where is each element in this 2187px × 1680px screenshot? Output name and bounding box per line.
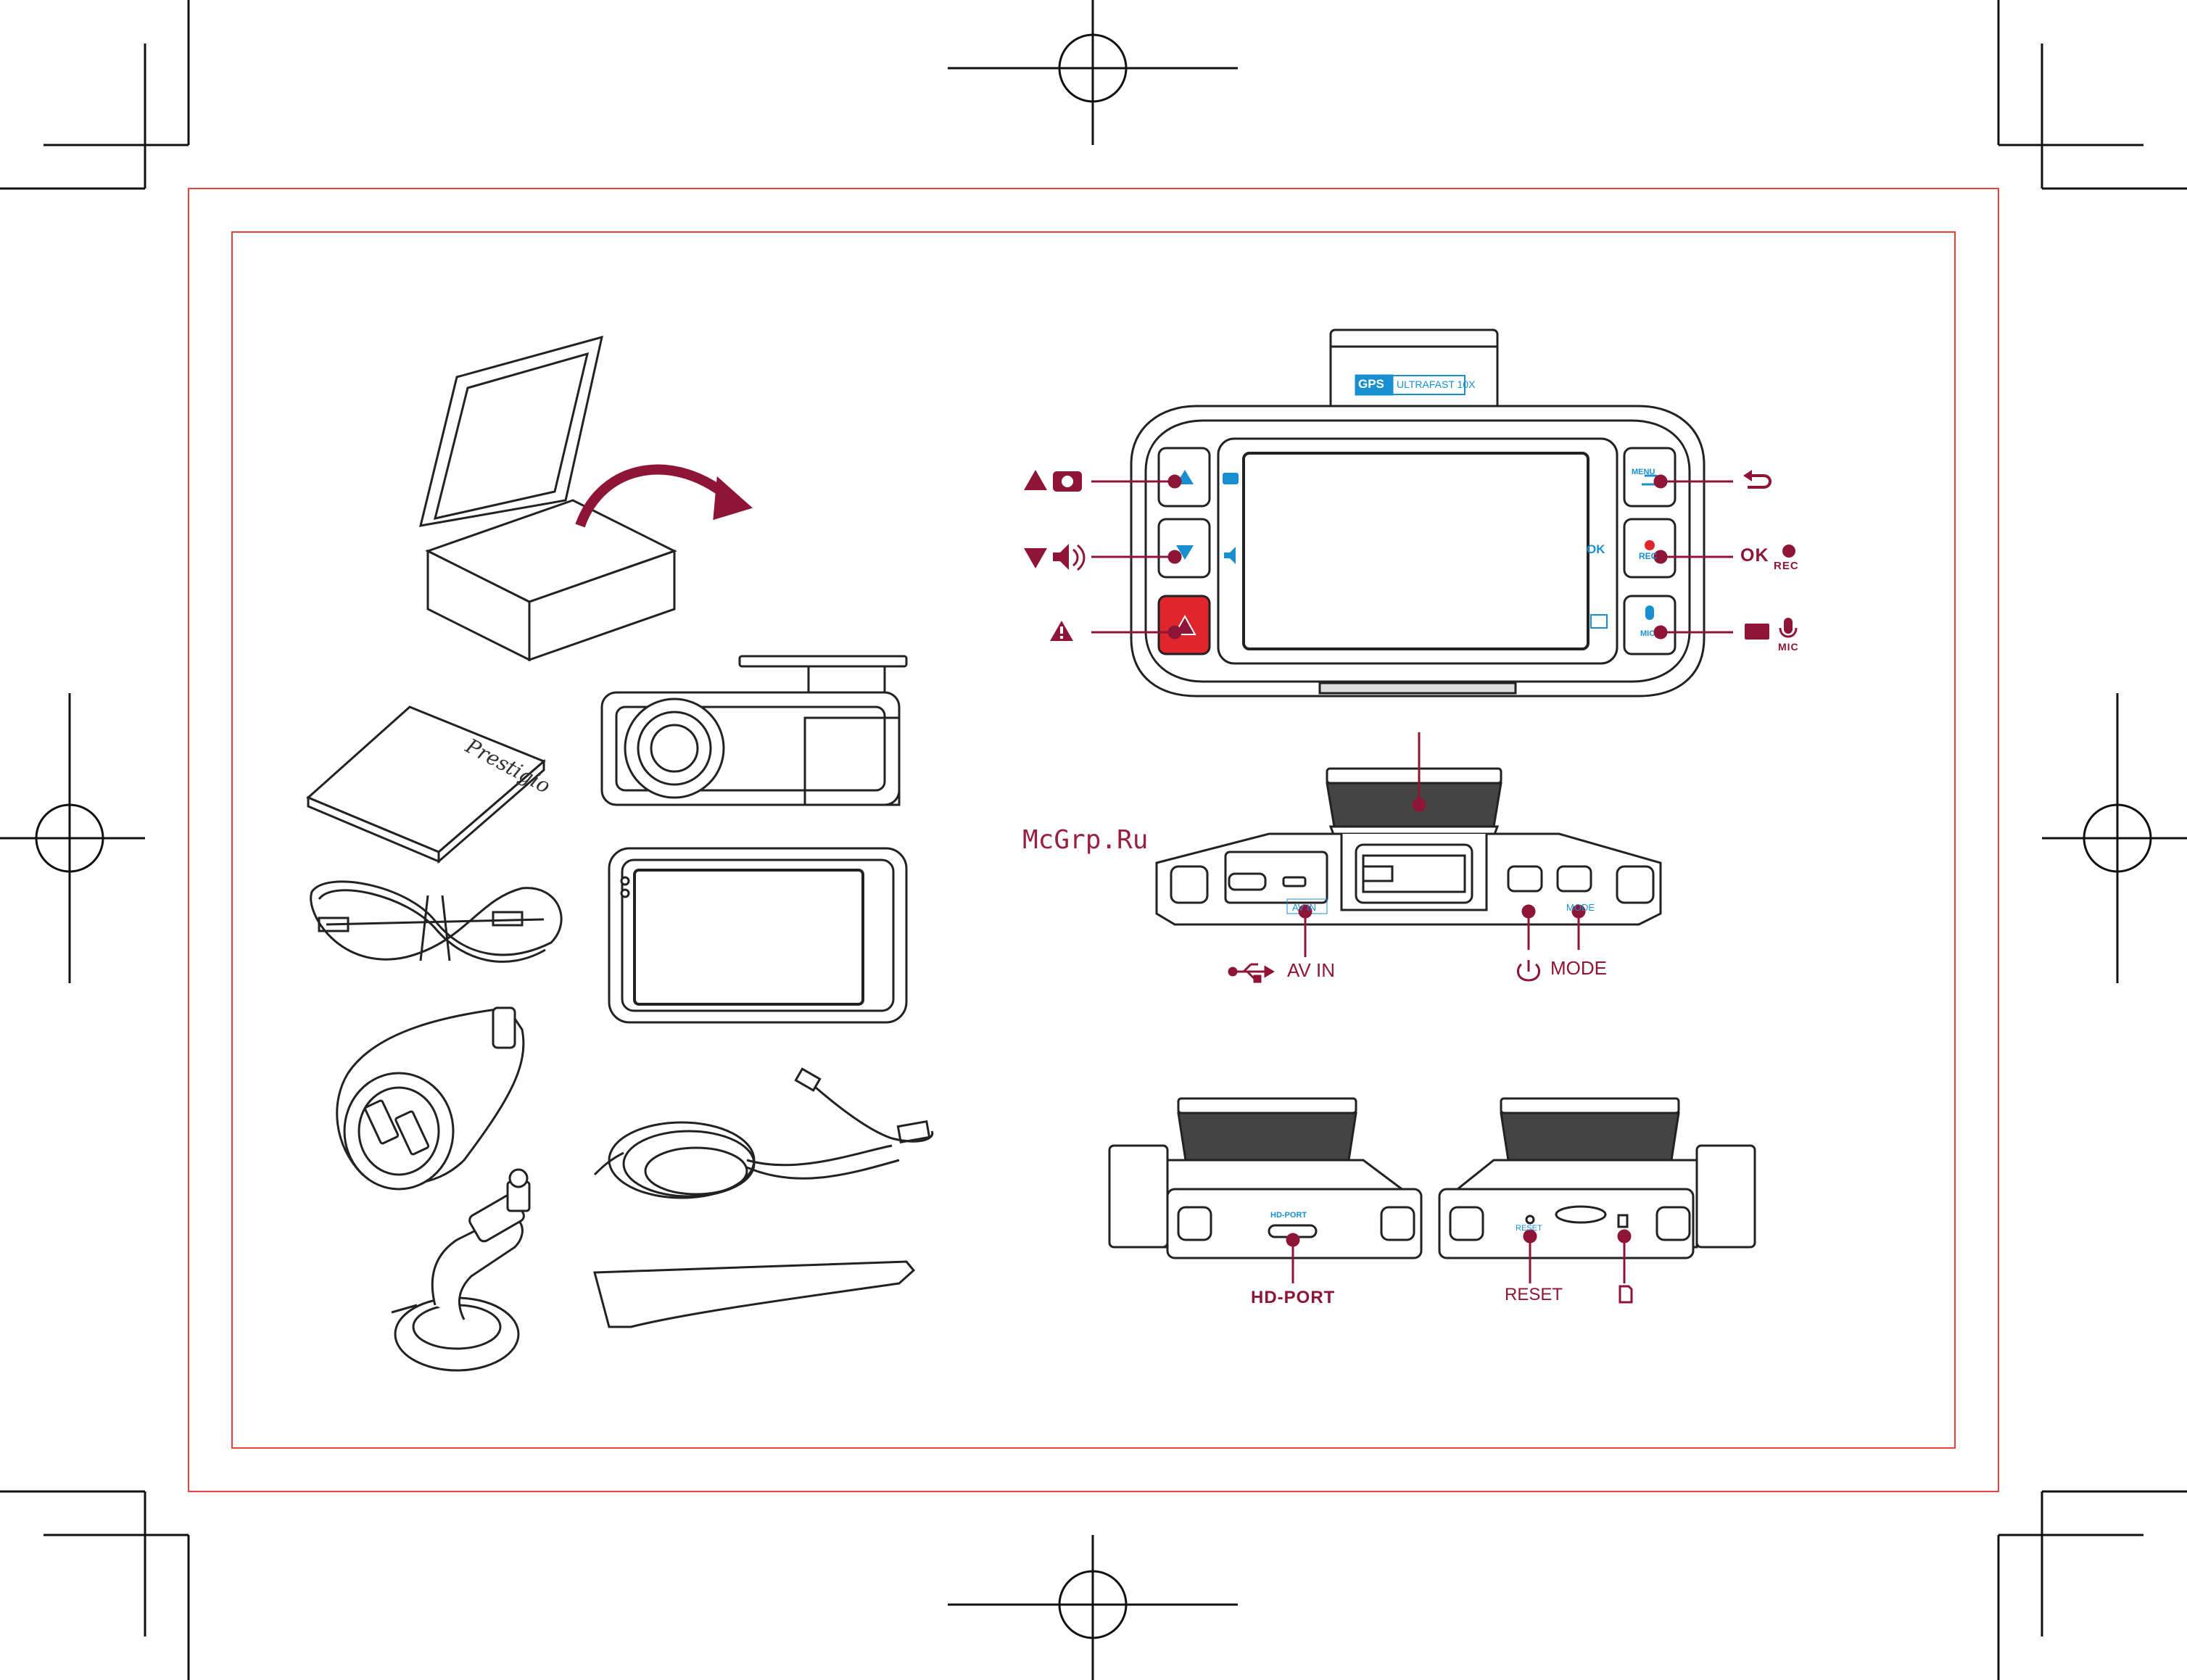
- usb-cable-icon: [311, 882, 561, 961]
- menu-button-label: MENU: [1632, 468, 1655, 476]
- volume-callout-icon: [1024, 544, 1084, 570]
- av-in-callout-label: AV IN: [1287, 959, 1335, 982]
- rear-cable-icon: [595, 1069, 933, 1198]
- dash-camera-icon: [609, 848, 906, 1022]
- watermark-text: McGrp.Ru: [1022, 825, 1148, 855]
- power-callout-icon: [1518, 960, 1539, 980]
- reset-callout-label: RESET: [1505, 1285, 1563, 1305]
- gps-speed-label: ULTRAFAST 10X: [1397, 378, 1475, 390]
- pry-tool-icon: [595, 1262, 914, 1327]
- rec-callout-label: REC: [1774, 560, 1799, 572]
- device-bottom: [1157, 769, 1661, 924]
- ok-callout-label: OK: [1740, 545, 1769, 566]
- device-left-side: [1109, 1098, 1421, 1258]
- rec-button-label: REC: [1639, 551, 1657, 561]
- suction-mount-icon: [392, 1170, 529, 1370]
- back-callout-icon: [1743, 470, 1770, 487]
- usb-callout-icon: [1229, 964, 1273, 982]
- mic-callout-icon: [1745, 618, 1796, 640]
- rec-dot-icon: [1782, 545, 1795, 558]
- rear-camera-icon: [602, 656, 906, 805]
- mode-port-label: MODE: [1566, 902, 1595, 913]
- camera-callout-icon: [1024, 470, 1082, 492]
- hd-port-callout-label: HD-PORT: [1251, 1288, 1335, 1308]
- hd-port-label: HD-PORT: [1270, 1211, 1307, 1220]
- car-charger-icon: [337, 1008, 524, 1189]
- sd-card-callout-icon: [1620, 1286, 1632, 1302]
- av-in-port-label: AV IN: [1292, 902, 1316, 913]
- mic-callout-label: MIC: [1778, 641, 1799, 653]
- screen-ok-label: OK: [1587, 542, 1605, 557]
- emergency-callout-icon: [1050, 621, 1073, 641]
- box-icon: [421, 337, 751, 660]
- device-right-side: [1439, 1098, 1755, 1258]
- mode-callout-label: MODE: [1550, 957, 1607, 980]
- manual-icon: Prestigio: [308, 707, 554, 861]
- reset-port-label: RESET: [1516, 1224, 1542, 1233]
- gps-badge-label: GPS: [1358, 377, 1384, 392]
- mic-button-label: MIC: [1640, 629, 1655, 638]
